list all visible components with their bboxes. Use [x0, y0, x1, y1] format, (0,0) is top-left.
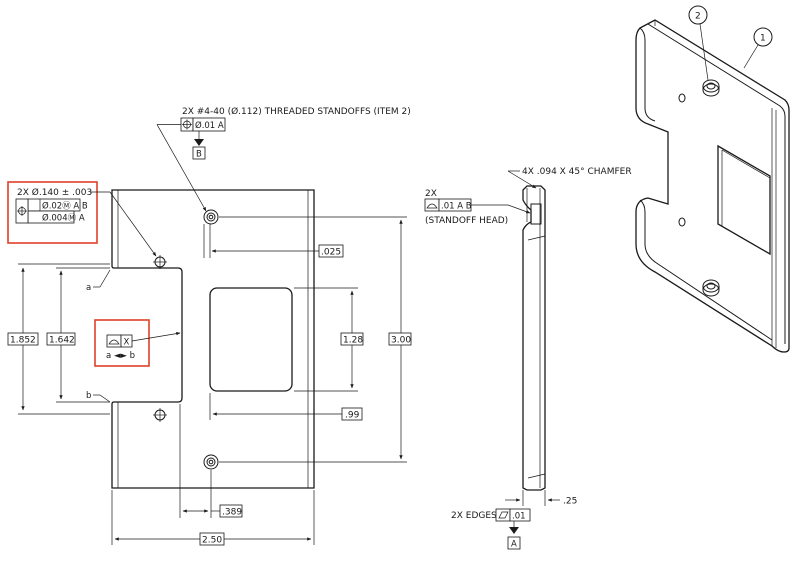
hole-position-fcf: Ø.02Ⓜ A B Ø.004Ⓜ A: [15, 198, 88, 224]
standoff-note: 2X #4-40 (Ø.112) THREADED STANDOFFS (ITE…: [182, 106, 411, 117]
dim-standoff-x: .389: [222, 508, 242, 518]
iso-cutout: [717, 144, 771, 256]
dim-overall-width: 2.50: [202, 536, 222, 546]
standoff-bottom: [203, 454, 219, 470]
hole-callout-qty: 2X Ø.140 ± .003: [17, 187, 92, 198]
dim-thickness: .25: [563, 497, 577, 507]
isometric-view: 1 2: [635, 5, 790, 353]
standoff-fcf: Ø.01 A: [180, 117, 226, 132]
edges-fcf: .01: [495, 508, 531, 522]
iso-standoff-top: [702, 79, 720, 97]
chamfer-note: 4X .094 X 45° CHAMFER: [522, 167, 632, 177]
profile-fcf-datum: X: [124, 338, 130, 348]
hole-bottom: [153, 408, 167, 422]
dim-cutout-height: 1.28: [343, 336, 363, 346]
label-b: b: [86, 391, 91, 401]
balloon-1-label: 1: [760, 34, 766, 44]
balloon-1: [753, 27, 773, 47]
side-plate-outline: [522, 185, 546, 491]
front-plate-outline: [111, 189, 315, 489]
edges-fcf-text: .01: [512, 512, 526, 522]
front-view: 2X Ø.140 ± .003 Ø.02Ⓜ A B Ø.004Ⓜ A 2X #4…: [7, 106, 412, 546]
profile-callout-highlight: [94, 319, 150, 367]
dim-standoff-spacing: 3.00: [391, 336, 411, 346]
dim-cutout-offset: .99: [345, 411, 360, 421]
profile-fcf: X: [106, 334, 133, 348]
dim-notch-height: 1.642: [49, 336, 75, 346]
hole-fcf-secondary: Ø.004Ⓜ A: [42, 213, 85, 224]
hole-fcf-primary: Ø.02Ⓜ A B: [42, 201, 88, 212]
iso-plate-outline: [635, 19, 790, 353]
balloon-2: [688, 5, 708, 25]
iso-standoff-bottom: [702, 279, 720, 297]
datum-b-label: B: [196, 150, 202, 160]
side-view: 4X .094 X 45° CHAMFER 2X .01 A B (STANDO…: [424, 167, 632, 550]
flatness-note: (STANDOFF HEAD): [425, 216, 508, 226]
standoff-top: [203, 209, 219, 225]
dim-standoff-offset: .025: [321, 248, 341, 258]
flatness-fcf-text: .01 A B: [441, 202, 472, 212]
dim-overall-height: 1.852: [10, 336, 36, 346]
hole-top: [153, 255, 167, 269]
hole-callout-highlight: [7, 181, 98, 244]
datum-a-label: A: [511, 540, 517, 550]
side-standoff-head: [530, 203, 542, 225]
front-cutout: [209, 287, 293, 392]
label-a: a: [86, 283, 91, 293]
edges-note: 2X EDGES: [451, 511, 497, 521]
profile-between-label: a ◄► b: [106, 351, 135, 361]
balloon-2-label: 2: [695, 12, 701, 22]
flatness-qty: 2X: [425, 189, 437, 199]
standoff-fcf-text: Ø.01 A: [195, 120, 224, 131]
flatness-fcf: .01 A B: [424, 198, 472, 212]
